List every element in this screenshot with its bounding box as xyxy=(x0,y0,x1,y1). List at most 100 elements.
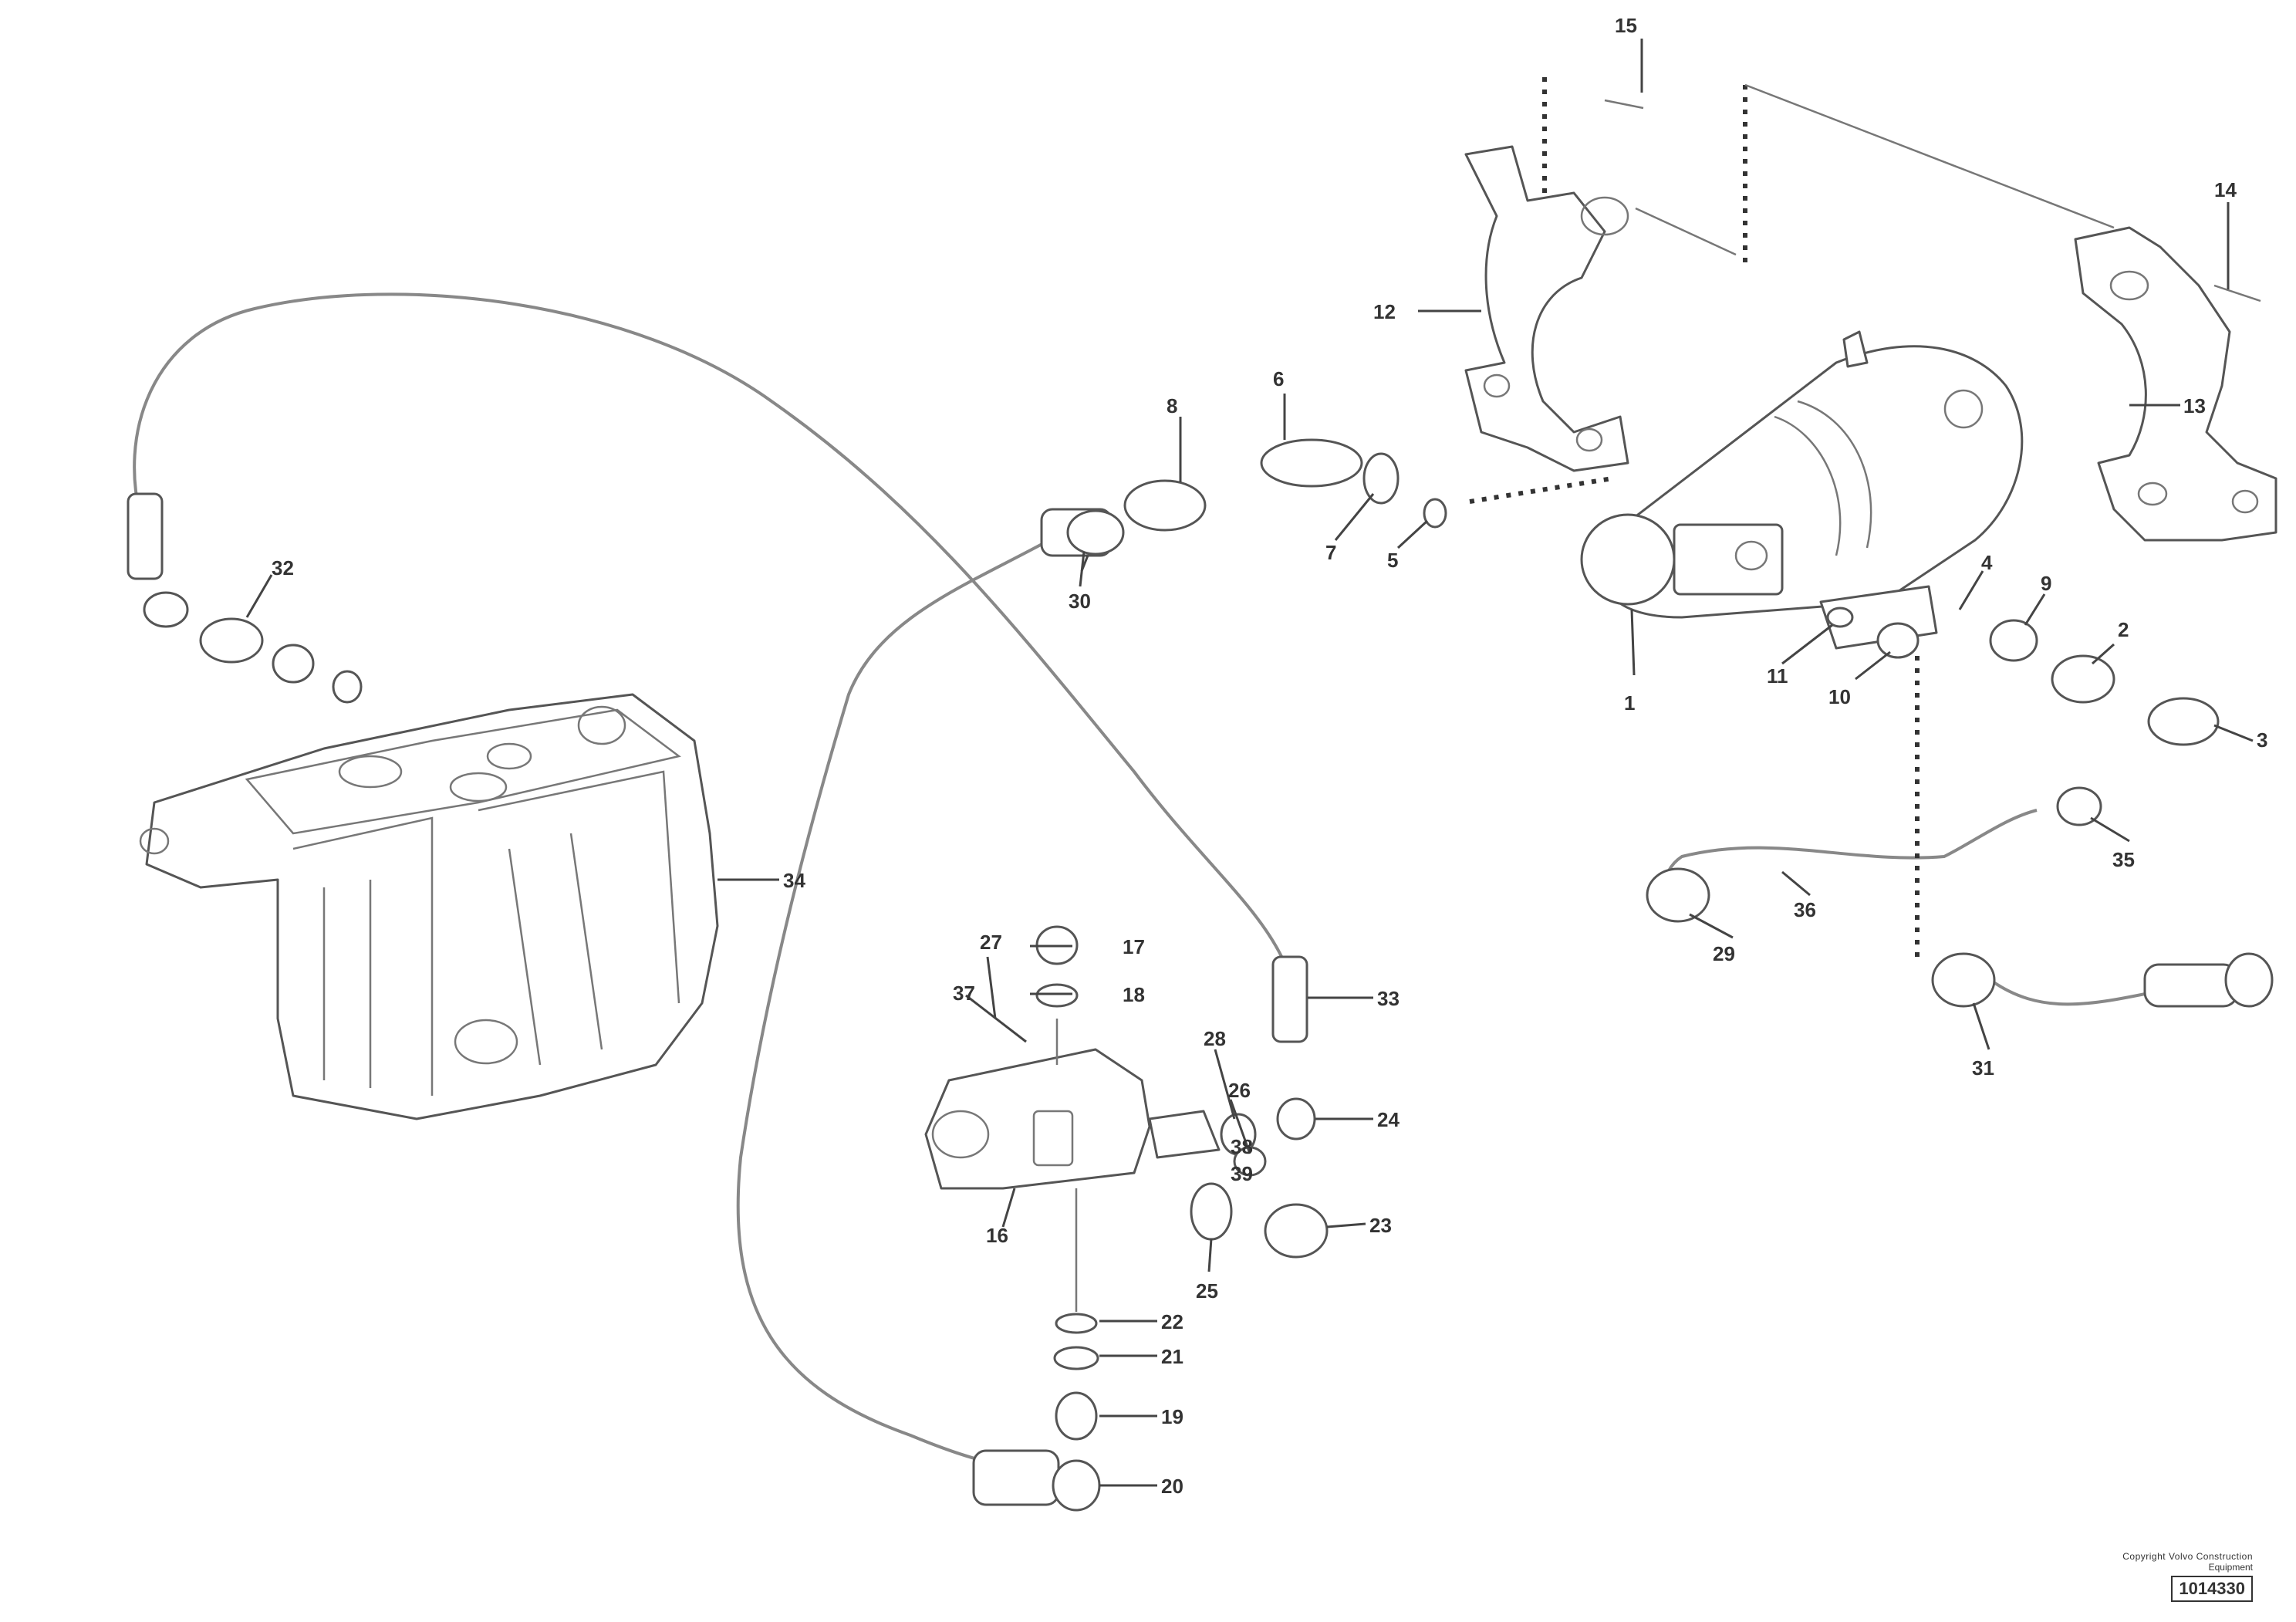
hose-end-fitting xyxy=(2143,963,2239,1008)
valve-rib xyxy=(508,848,542,1066)
bolt-hole xyxy=(2109,270,2149,301)
mounting-bracket-right xyxy=(2074,226,2277,542)
fitting-swivel xyxy=(1931,952,1996,1008)
fitting-nut xyxy=(1989,619,2038,662)
copyright-line: Equipment xyxy=(2208,1562,2253,1573)
valve-block-face xyxy=(1032,1110,1074,1167)
leader-lines xyxy=(245,39,2254,1487)
callout-9: 9 xyxy=(2041,572,2051,595)
callout-32: 32 xyxy=(272,556,294,580)
bolt-hole xyxy=(2137,482,2168,506)
fitting-elbow xyxy=(1123,479,1207,532)
bolt-hole xyxy=(1483,373,1511,398)
hose-end-fitting xyxy=(127,492,164,580)
fitting-nut xyxy=(1055,1391,1098,1441)
cylinder-port xyxy=(1734,540,1768,571)
cylinder-lug xyxy=(1842,330,1869,368)
mounting-bracket-left xyxy=(1464,145,1629,472)
callout-28: 28 xyxy=(1204,1027,1226,1050)
fitting-union xyxy=(1190,1182,1233,1241)
fitting-washer xyxy=(1053,1346,1099,1370)
fitting-adapter xyxy=(2051,654,2115,704)
valve-rib xyxy=(569,833,603,1050)
callout-16: 16 xyxy=(986,1224,1008,1247)
fitting-adapter xyxy=(199,617,264,664)
fitting-elbow xyxy=(1052,1459,1101,1512)
callout-36: 36 xyxy=(1794,898,1816,921)
callout-19: 19 xyxy=(1161,1405,1183,1428)
callout-21: 21 xyxy=(1161,1345,1183,1368)
callout-17: 17 xyxy=(1123,935,1145,958)
assembly-line xyxy=(1635,207,1737,256)
callout-15: 15 xyxy=(1615,14,1637,37)
callout-7: 7 xyxy=(1325,541,1336,564)
fitting-washer xyxy=(332,670,363,704)
hose-upper-loop xyxy=(133,292,1290,973)
callout-5: 5 xyxy=(1387,549,1398,572)
fitting-washer xyxy=(1423,498,1447,529)
valve-port xyxy=(139,827,170,855)
hose-end-fitting xyxy=(1271,955,1308,1043)
brake-valve-housing xyxy=(292,816,434,1096)
callout-3: 3 xyxy=(2257,728,2267,752)
hose-lower-loop xyxy=(736,539,1050,1468)
fitting-elbow xyxy=(2147,697,2220,746)
callout-29: 29 xyxy=(1713,942,1735,965)
callout-31: 31 xyxy=(1972,1056,1994,1080)
valve-port xyxy=(577,705,626,745)
fitting-washer xyxy=(1055,1313,1098,1334)
callout-22: 22 xyxy=(1161,1310,1183,1333)
bolt-hole xyxy=(1580,196,1629,236)
callout-37: 37 xyxy=(953,982,975,1005)
cylinder-band xyxy=(1797,400,1872,549)
brake-valve-housing xyxy=(478,770,680,1004)
callout-1: 1 xyxy=(1624,691,1635,715)
hose-right xyxy=(1663,809,2038,920)
callout-4: 4 xyxy=(1981,551,1993,574)
hose-end-fitting xyxy=(972,1449,1060,1506)
valve-port xyxy=(454,1019,518,1065)
callout-6: 6 xyxy=(1273,367,1284,390)
fitting-union xyxy=(2056,786,2102,826)
callout-26: 26 xyxy=(1228,1079,1251,1102)
callout-35: 35 xyxy=(2112,848,2135,871)
copyright-stamp: Copyright Volvo Construction Equipment 1… xyxy=(2122,1551,2253,1602)
callout-14: 14 xyxy=(2214,178,2237,201)
callout-39: 39 xyxy=(1231,1162,1253,1185)
callout-11: 11 xyxy=(1767,664,1788,688)
assembly-line xyxy=(1744,83,2115,229)
fitting-washer xyxy=(1233,1146,1267,1177)
fitting-swivel xyxy=(1646,867,1710,923)
callout-27: 27 xyxy=(980,931,1002,954)
callout-38: 38 xyxy=(1231,1135,1253,1158)
cylinder-end-cap xyxy=(1580,513,1676,606)
callout-2: 2 xyxy=(2118,618,2129,641)
callout-numbers: 1 2 3 4 5 6 7 8 9 10 11 12 13 14 15 16 1… xyxy=(272,14,2267,1498)
fitting-washer xyxy=(1826,607,1854,628)
assembly-line xyxy=(1469,476,1613,504)
copyright-line: Copyright Volvo Construction xyxy=(2122,1551,2253,1562)
cylinder-band xyxy=(1774,415,1842,556)
fitting-washer xyxy=(1876,622,1920,659)
fitting-end xyxy=(2224,952,2274,1008)
callout-10: 10 xyxy=(1828,685,1851,708)
callout-30: 30 xyxy=(1069,590,1091,613)
cylinder-port xyxy=(1943,389,1984,429)
fitting-nut xyxy=(143,591,189,628)
fitting-union xyxy=(1066,509,1125,556)
fitting-adapter xyxy=(1260,438,1363,488)
callout-18: 18 xyxy=(1123,983,1145,1006)
fitting-adapter xyxy=(1276,1097,1316,1140)
callout-34: 34 xyxy=(783,869,805,892)
fitting-nut xyxy=(1362,452,1400,505)
callout-13: 13 xyxy=(2183,394,2206,417)
callout-23: 23 xyxy=(1369,1214,1392,1237)
valve-port xyxy=(338,755,403,789)
callout-12: 12 xyxy=(1373,300,1396,323)
callout-25: 25 xyxy=(1196,1279,1218,1303)
callout-20: 20 xyxy=(1161,1475,1183,1498)
fitting-washer xyxy=(272,644,315,684)
brake-valve-top xyxy=(245,708,681,835)
bolt-hole xyxy=(2231,489,2259,514)
